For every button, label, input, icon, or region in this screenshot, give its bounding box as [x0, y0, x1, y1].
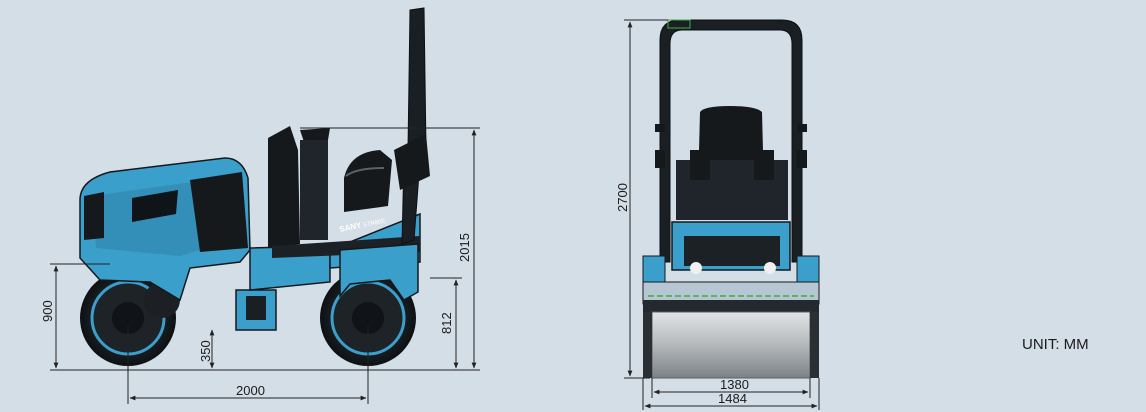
dim-label-2015: 2015 — [457, 233, 472, 262]
front-body — [642, 221, 820, 312]
operator-seat-front — [676, 106, 788, 220]
engine-hood — [79, 157, 251, 302]
side-view: SANY STR80E 2015 812 900 350 — [40, 7, 480, 404]
front-view: 2700 1380 1484 — [615, 19, 820, 410]
unit-label: UNIT: MM — [1022, 336, 1089, 353]
dim-rops-height: 2700 — [615, 19, 668, 379]
rops-frame-front — [655, 19, 807, 263]
rops-bar — [394, 7, 430, 245]
dim-overall-height: 2015 — [300, 127, 480, 371]
dim-label-1484: 1484 — [718, 391, 747, 406]
dim-ground-clearance: 350 — [198, 329, 215, 369]
dim-label-1380: 1380 — [720, 377, 749, 392]
rear-drum — [80, 270, 180, 366]
dim-label-2700: 2700 — [615, 183, 630, 212]
dim-wheelbase: 2000 — [127, 326, 369, 404]
operator-platform — [268, 126, 421, 301]
dim-drum-center-height: 812 — [430, 277, 462, 369]
dim-label-900: 900 — [40, 300, 55, 322]
dim-label-812: 812 — [439, 312, 454, 334]
dim-label-350: 350 — [198, 340, 213, 362]
dim-drum-width: 1380 — [651, 377, 811, 398]
dim-label-2000: 2000 — [236, 383, 265, 398]
svg-text:STR80E: STR80E — [363, 218, 386, 229]
chassis — [235, 245, 331, 331]
dim-overall-width: 1484 — [642, 378, 820, 410]
svg-text:SANY: SANY — [339, 220, 363, 234]
dim-hood-height: 900 — [40, 263, 110, 371]
front-drum-body — [643, 311, 819, 379]
